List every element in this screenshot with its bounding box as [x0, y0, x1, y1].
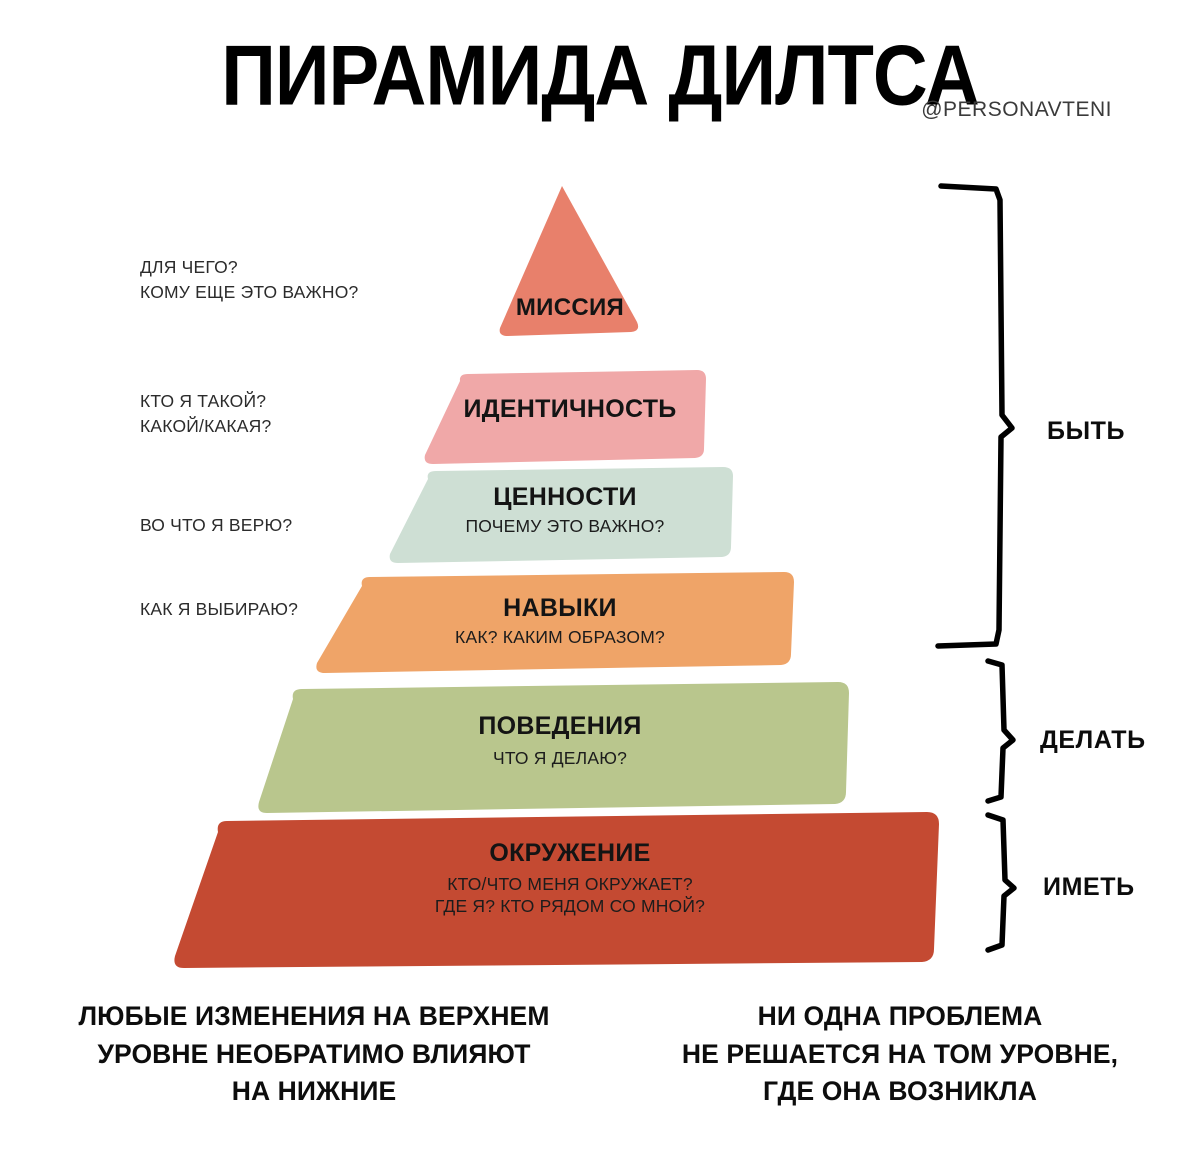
group-label-do: ДЕЛАТЬ — [1040, 726, 1146, 754]
footer-note-left: ЛЮБЫЕ ИЗМЕНЕНИЯ НА ВЕРХНЕМ УРОВНЕ НЕОБРА… — [78, 1001, 550, 1107]
question-skills: КАК Я ВЫБИРАЮ? — [140, 599, 299, 619]
author-handle: @PERSONAVTENI — [921, 98, 1112, 121]
question-values: ВО ЧТО Я ВЕРЮ? — [140, 515, 293, 535]
brace-have — [985, 812, 1017, 953]
question-mission: ДЛЯ ЧЕГО? КОМУ ЕЩЕ ЭТО ВАЖНО? — [140, 257, 359, 303]
page-title: ПИРАМИДА ДИЛТСА — [221, 28, 980, 124]
group-label-have: ИМЕТЬ — [1043, 873, 1135, 901]
footer-note-right: НИ ОДНА ПРОБЛЕМА НЕ РЕШАЕТСЯ НА ТОМ УРОВ… — [681, 1001, 1119, 1107]
brace-be — [935, 183, 1015, 649]
question-identity: КТО Я ТАКОЙ? КАКОЙ/КАКАЯ? — [140, 391, 272, 437]
title-block: ПИРАМИДА ДИЛТСА — [0, 33, 1200, 118]
brace-do — [985, 658, 1016, 804]
group-label-be: БЫТЬ — [1047, 417, 1126, 445]
